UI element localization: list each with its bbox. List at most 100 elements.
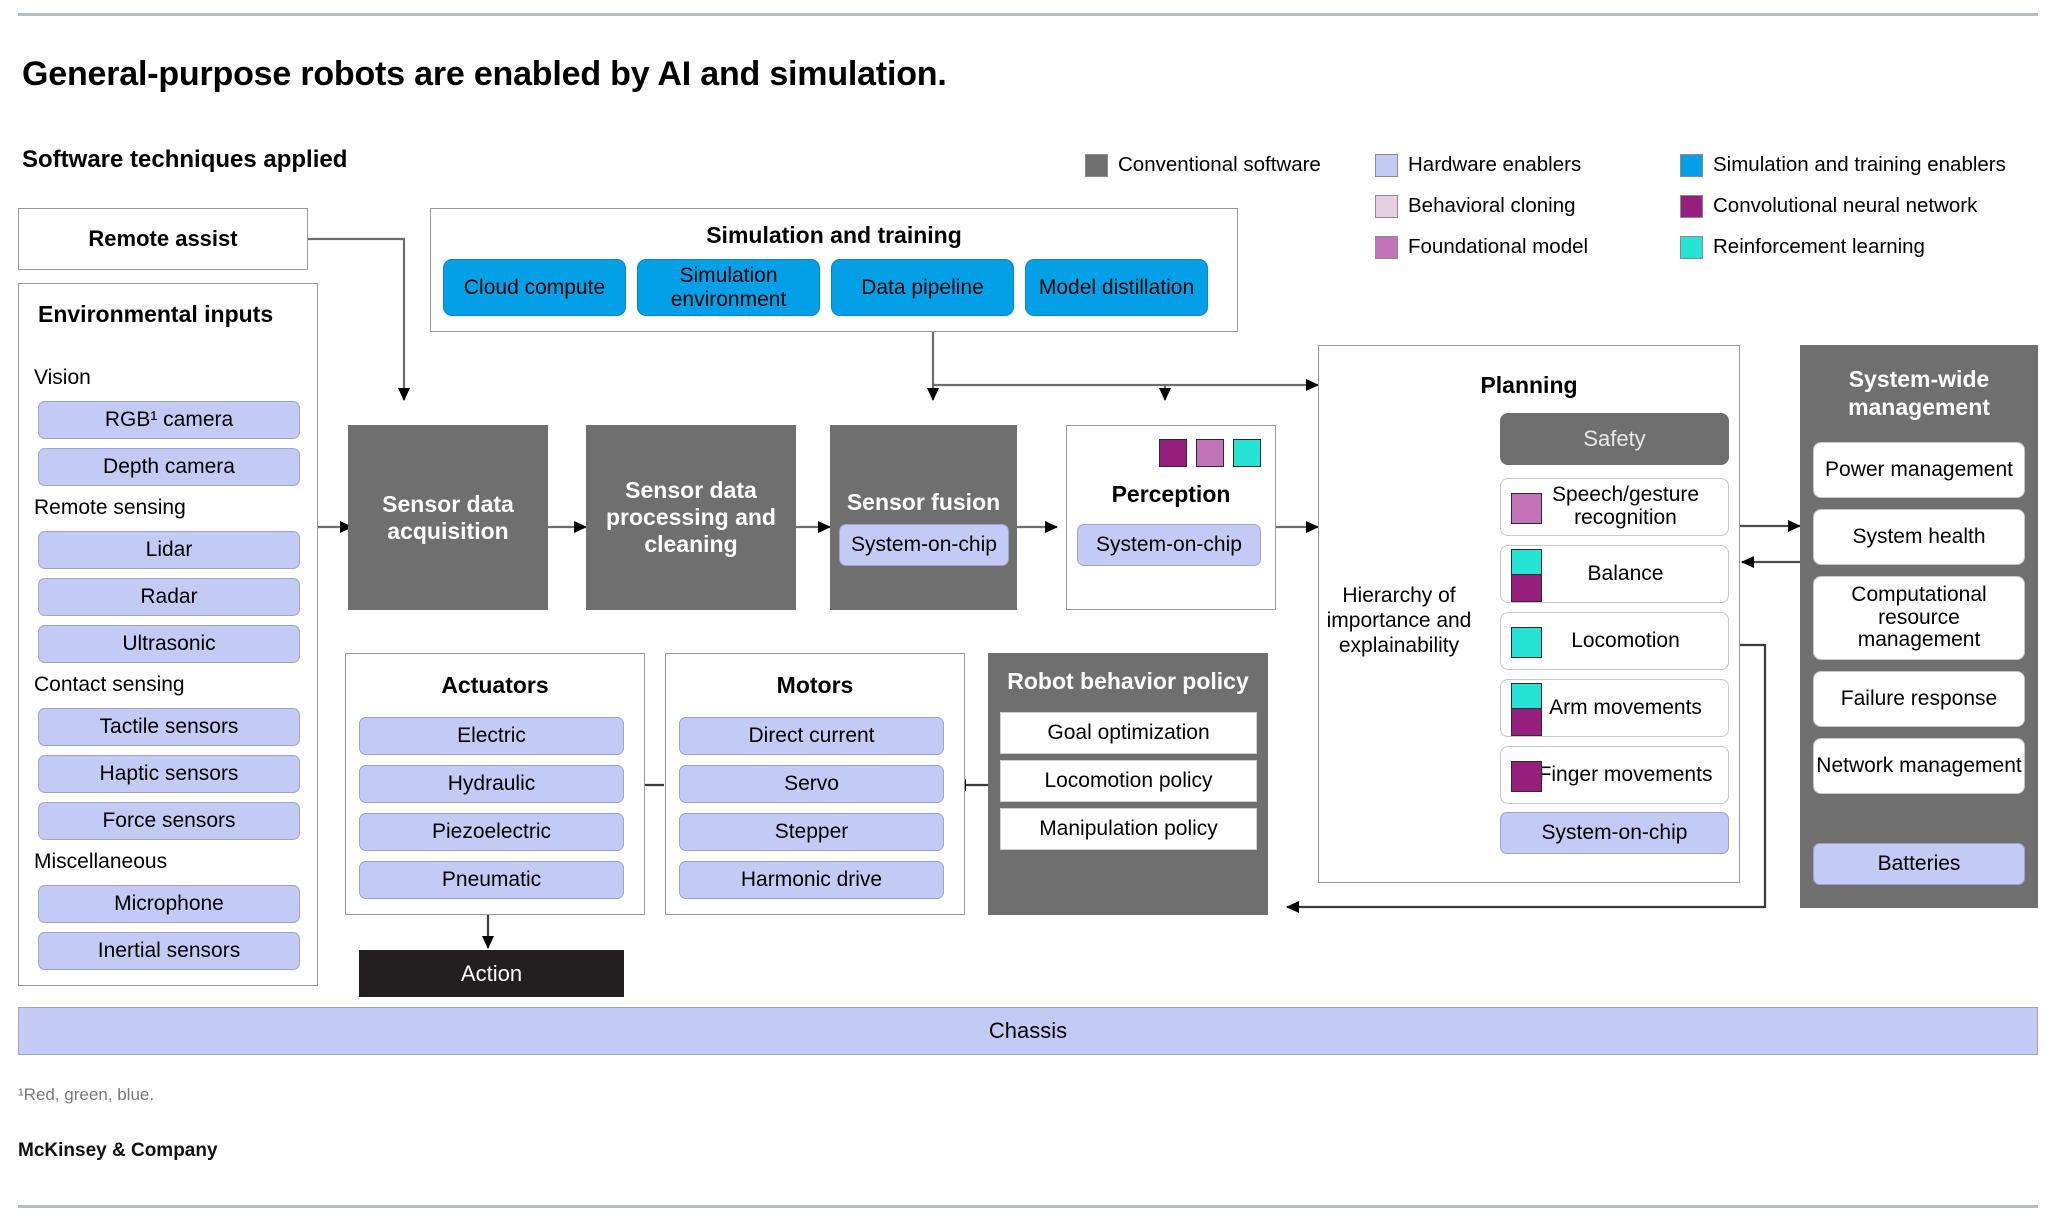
sim-item-data-pipeline[interactable]: Data pipeline xyxy=(831,259,1014,316)
chip-label: System-on-chip xyxy=(1541,820,1688,844)
system-item-label: Failure response xyxy=(1840,686,1998,710)
motor-harmonic-drive[interactable]: Harmonic drive xyxy=(679,861,944,899)
policy-manipulation-policy[interactable]: Manipulation policy xyxy=(1000,808,1257,850)
planning-swatch-foundational-model xyxy=(1511,493,1542,524)
legend-item-foundational-model: Foundational model xyxy=(1375,232,1588,262)
system-item-label: Batteries xyxy=(1877,851,1961,875)
remote-assist-title: Remote assist xyxy=(88,226,238,251)
sim-item-label: Cloud compute xyxy=(463,275,606,299)
system-item-label: System health xyxy=(1852,524,1986,548)
legend-label: Convolutional neural network xyxy=(1713,194,1978,217)
input-lidar[interactable]: Lidar xyxy=(38,531,300,569)
page-title: General-purpose robots are enabled by AI… xyxy=(22,55,947,93)
actuator-label: Electric xyxy=(457,723,526,747)
system-item-batteries[interactable]: Batteries xyxy=(1813,843,2025,885)
top-divider xyxy=(18,13,2038,16)
perception-swatch-cnn xyxy=(1159,439,1187,467)
system-item-label: Power management xyxy=(1825,457,2013,481)
policy-label: Goal optimization xyxy=(1047,720,1210,744)
system-item-computational-resource-management[interactable]: Computational resource management xyxy=(1813,576,2025,660)
group-label-contact-sensing: Contact sensing xyxy=(34,673,185,696)
planning-soc-chip[interactable]: System-on-chip xyxy=(1500,812,1729,854)
legend-swatch xyxy=(1680,235,1703,259)
planning-swatch-reinforcement-learning xyxy=(1511,549,1542,577)
legend-item-behavioral-cloning: Behavioral cloning xyxy=(1375,191,1588,221)
input-ultrasonic[interactable]: Ultrasonic xyxy=(38,625,300,663)
footnote: ¹Red, green, blue. xyxy=(18,1085,155,1104)
planning-swatch-cnn xyxy=(1511,761,1542,792)
policy-label: Locomotion policy xyxy=(1044,768,1213,792)
sensor-fusion-soc-chip[interactable]: System-on-chip xyxy=(839,524,1009,566)
input-label: Lidar xyxy=(145,537,193,561)
policy-goal-optimization[interactable]: Goal optimization xyxy=(1000,712,1257,754)
input-haptic-sensors[interactable]: Haptic sensors xyxy=(38,755,300,793)
robot-behavior-policy-title: Robot behavior policy xyxy=(1007,668,1249,694)
environmental-inputs-title: Environmental inputs xyxy=(38,301,274,327)
sim-item-label: Model distillation xyxy=(1038,275,1195,299)
input-depth-camera[interactable]: Depth camera xyxy=(38,448,300,486)
legend-label: Simulation and training enablers xyxy=(1713,153,2006,176)
actuator-piezoelectric[interactable]: Piezoelectric xyxy=(359,813,624,851)
planning-safety-box: Safety xyxy=(1500,413,1729,465)
planning-item-label: Balance xyxy=(1587,561,1664,585)
system-item-system-health[interactable]: System health xyxy=(1813,509,2025,565)
legend-item-simulation-training-enablers: Simulation and training enablers xyxy=(1680,150,2006,180)
legend-item-conventional-software: Conventional software xyxy=(1085,150,1321,180)
perception-soc-chip[interactable]: System-on-chip xyxy=(1077,524,1261,566)
system-item-network-management[interactable]: Network management xyxy=(1813,738,2025,794)
sensor-data-acquisition-box: Sensor data acquisition xyxy=(348,425,548,610)
system-item-label: Network management xyxy=(1816,753,2022,777)
legend-item-hardware-enablers: Hardware enablers xyxy=(1375,150,1588,180)
group-label-miscellaneous: Miscellaneous xyxy=(34,850,168,873)
input-label: Ultrasonic xyxy=(122,631,216,655)
planning-swatch-reinforcement-learning xyxy=(1511,627,1542,658)
motor-direct-current[interactable]: Direct current xyxy=(679,717,944,755)
sim-item-cloud-compute[interactable]: Cloud compute xyxy=(443,259,626,316)
input-radar[interactable]: Radar xyxy=(38,578,300,616)
legend-label: Hardware enablers xyxy=(1408,153,1582,176)
system-item-label: Computational resource management xyxy=(1851,582,1987,652)
planning-item-locomotion[interactable]: Locomotion xyxy=(1500,612,1729,670)
actuator-pneumatic[interactable]: Pneumatic xyxy=(359,861,624,899)
perception-title: Perception xyxy=(1111,481,1231,507)
input-label: Force sensors xyxy=(102,808,236,832)
input-microphone[interactable]: Microphone xyxy=(38,885,300,923)
actuator-hydraulic[interactable]: Hydraulic xyxy=(359,765,624,803)
box-label: Sensor data processing and cleaning xyxy=(606,477,776,557)
input-tactile-sensors[interactable]: Tactile sensors xyxy=(38,708,300,746)
input-rgb-camera[interactable]: RGB¹ camera xyxy=(38,401,300,439)
motor-label: Harmonic drive xyxy=(740,867,883,891)
policy-label: Manipulation policy xyxy=(1039,816,1218,840)
perception-swatch-reinforcement-learning xyxy=(1233,439,1261,467)
input-inertial-sensors[interactable]: Inertial sensors xyxy=(38,932,300,970)
actuator-electric[interactable]: Electric xyxy=(359,717,624,755)
motor-servo[interactable]: Servo xyxy=(679,765,944,803)
simulation-training-title: Simulation and training xyxy=(706,222,962,248)
system-item-power-management[interactable]: Power management xyxy=(1813,442,2025,498)
sim-item-simulation-environment[interactable]: Simulation environment xyxy=(637,259,820,316)
group-label-vision: Vision xyxy=(34,366,91,389)
remote-assist-box: Remote assist xyxy=(18,208,308,270)
input-label: Microphone xyxy=(114,891,224,915)
input-label: Radar xyxy=(140,584,198,608)
planning-swatch-reinforcement-learning xyxy=(1511,683,1542,711)
policy-locomotion-policy[interactable]: Locomotion policy xyxy=(1000,760,1257,802)
system-item-failure-response[interactable]: Failure response xyxy=(1813,671,2025,727)
section-title: Software techniques applied xyxy=(22,146,348,173)
legend-label: Behavioral cloning xyxy=(1408,194,1576,217)
input-force-sensors[interactable]: Force sensors xyxy=(38,802,300,840)
sensor-fusion-title: Sensor fusion xyxy=(846,489,1001,515)
legend-label: Reinforcement learning xyxy=(1713,235,1925,258)
legend-swatch xyxy=(1375,194,1398,218)
planning-item-label: Locomotion xyxy=(1571,628,1680,652)
sim-item-model-distillation[interactable]: Model distillation xyxy=(1025,259,1208,316)
legend-item-reinforcement-learning: Reinforcement learning xyxy=(1680,232,2006,262)
actuator-label: Pneumatic xyxy=(441,867,542,891)
legend-label: Foundational model xyxy=(1408,235,1589,258)
sensor-data-processing-box: Sensor data processing and cleaning xyxy=(586,425,796,610)
chip-label: System-on-chip xyxy=(1096,532,1242,556)
motor-label: Stepper xyxy=(774,819,849,843)
motor-stepper[interactable]: Stepper xyxy=(679,813,944,851)
box-label: Sensor data acquisition xyxy=(382,490,514,544)
input-label: Inertial sensors xyxy=(97,938,241,962)
